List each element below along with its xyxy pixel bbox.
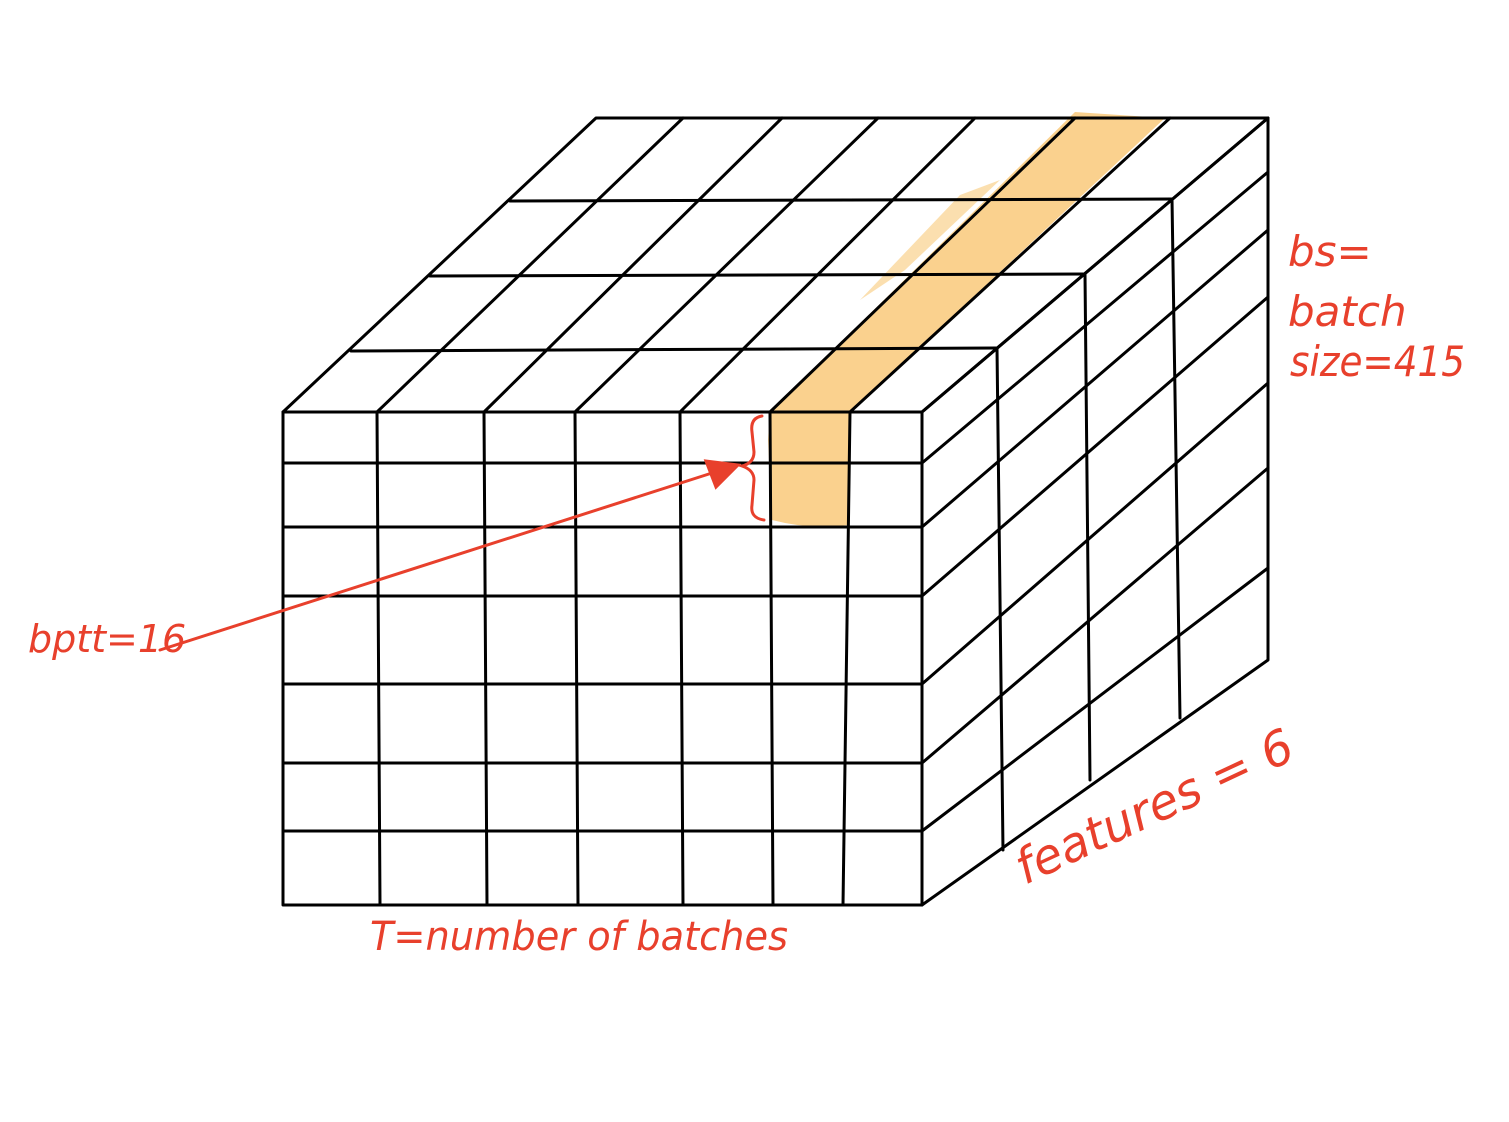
top-diagonal-line <box>375 116 685 414</box>
bptt-arrowhead <box>703 459 742 490</box>
top-depth-line <box>349 346 999 353</box>
batch-size-label-line3: size=415 <box>1290 337 1465 386</box>
highlight-top <box>770 112 1165 412</box>
front-col-line <box>678 410 685 907</box>
right-row-line <box>920 566 1270 833</box>
front-col-line <box>573 410 580 907</box>
right-row-line <box>920 381 1270 686</box>
batch-size-label-line2: batch <box>1288 287 1407 336</box>
features-label: features = 6 <box>1006 718 1302 896</box>
bptt-label: bptt=16 <box>28 617 186 661</box>
front-col-line <box>482 410 489 907</box>
top-diagonal-line <box>768 116 1077 414</box>
front-col-line <box>768 410 775 907</box>
right-depth-line <box>1170 197 1182 720</box>
batch-size-label-line1: bs= <box>1288 227 1372 276</box>
front-col-line <box>841 410 852 907</box>
cube-wireframe <box>281 116 1270 907</box>
top-depth-line <box>508 197 1174 203</box>
bptt-arrow-line <box>158 471 714 652</box>
top-diagonal-line <box>678 116 977 414</box>
right-depth-line <box>1083 272 1092 782</box>
top-diagonal-line <box>482 116 784 414</box>
annotation-labels: bs= batch size=415 features = 6 bptt=16 … <box>28 227 1465 960</box>
top-depth-line <box>428 272 1087 278</box>
time-axis-label: T=number of batches <box>370 914 788 960</box>
top-diagonal-line <box>848 116 1172 414</box>
front-col-line <box>375 410 382 907</box>
bptt-annotation <box>158 414 766 652</box>
right-face <box>920 116 1270 907</box>
highlighted-slice <box>768 112 1165 527</box>
top-diagonal-line <box>573 116 880 414</box>
bptt-brace <box>736 414 766 522</box>
right-row-line <box>920 228 1270 529</box>
right-row-line <box>920 466 1270 765</box>
highlight-front <box>768 412 850 527</box>
highlight-top-glow <box>860 180 1000 300</box>
right-row-line <box>920 170 1270 465</box>
right-depth-line <box>995 346 1005 852</box>
right-row-line <box>920 295 1270 598</box>
